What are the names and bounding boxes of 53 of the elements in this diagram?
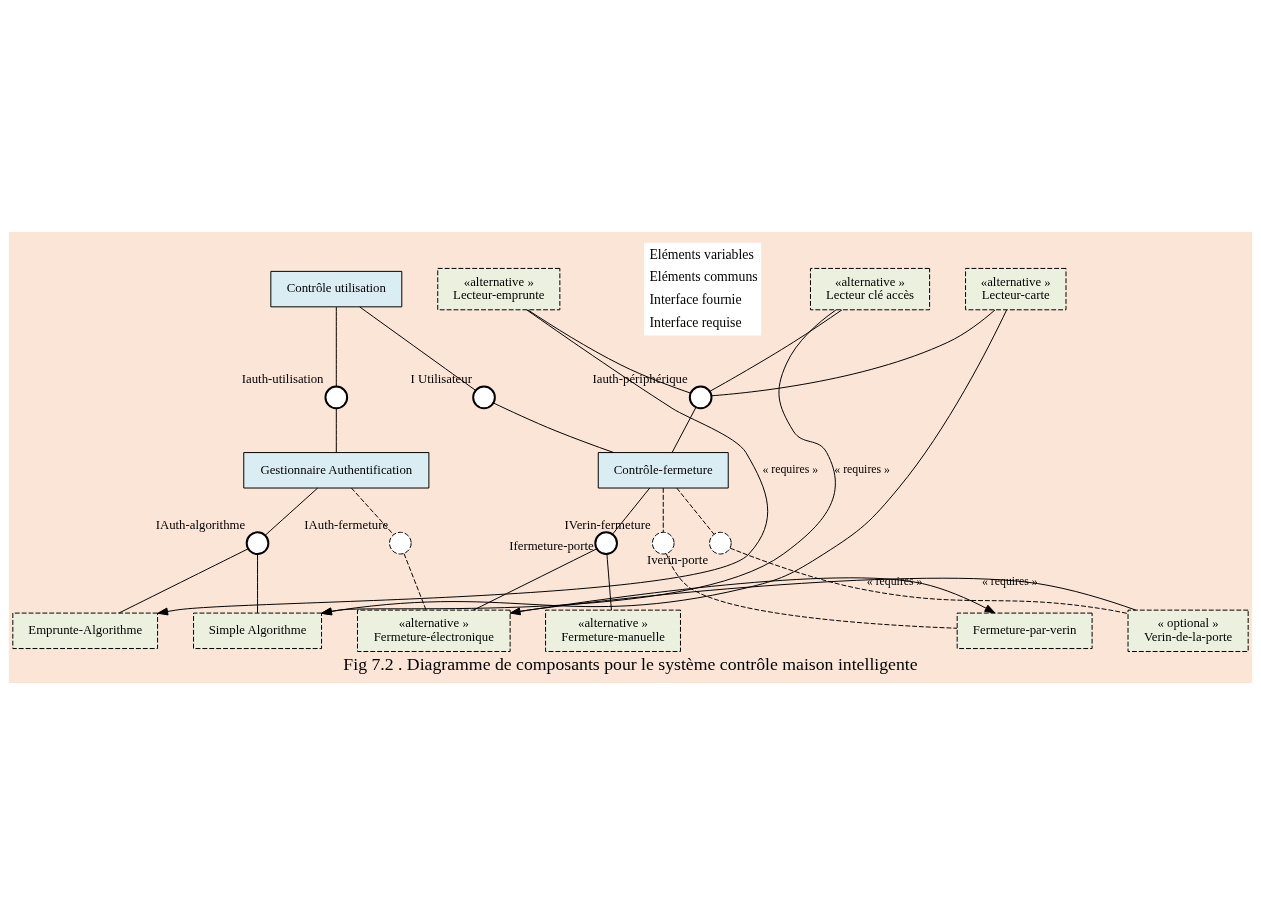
connector [665, 552, 958, 629]
connector [527, 309, 692, 394]
connector [662, 487, 664, 533]
node-box: « optional » Verin-de-la-porte [1127, 609, 1249, 652]
node-box: Contrôle utilisation [270, 270, 403, 307]
node-circle [324, 385, 349, 409]
caption: Fig 7.2 . Diagramme de composants pour le système contrôle maison intelligente [343, 653, 918, 674]
node-label: Ifermeture-porte [509, 538, 594, 553]
node-box: Simple Algorithme [193, 612, 323, 649]
node-box: Fermeture-par-verin [956, 612, 1093, 649]
legend-label: Eléments variables [649, 246, 754, 262]
connector [493, 402, 615, 453]
edge-label: « requires » [834, 461, 891, 476]
connector [729, 547, 1129, 614]
connector [118, 547, 249, 613]
connector [257, 553, 259, 613]
connector [473, 547, 598, 611]
connector [671, 406, 697, 453]
node-circle [389, 531, 412, 554]
node-box: Gestionnaire Authentification [243, 451, 430, 488]
connector [264, 487, 319, 536]
edge-label: « requires » [762, 461, 819, 476]
node-circle [472, 385, 496, 409]
node-circle [245, 530, 270, 555]
node-circle [688, 385, 713, 409]
node-label: Iverin-porte [646, 552, 709, 567]
node-circle [709, 531, 732, 554]
connector [606, 553, 612, 611]
connector [335, 306, 337, 387]
node-box: «alternative » Lecteur-carte [965, 267, 1067, 310]
connector [676, 487, 715, 535]
node-box: «alternative » Lecteur clé accès [809, 267, 931, 310]
connector [359, 305, 476, 391]
node-circle [594, 530, 618, 555]
node-label: Iauth-utilisation [241, 371, 324, 386]
legend-label: Interface requise [649, 314, 742, 330]
node-box: «alternative » Fermeture-électronique [357, 609, 511, 652]
node-label: IAuth-fermeture [304, 517, 389, 532]
node-box: «alternative » Lecteur-emprunte [437, 267, 561, 310]
connector [612, 487, 651, 535]
node-box: «alternative » Fermeture-manuelle [545, 609, 681, 652]
connector [709, 308, 843, 392]
node-circle [651, 531, 675, 554]
legend-label: Eléments communs [649, 268, 758, 284]
node-label: IAuth-algorithme [155, 517, 246, 532]
connector [335, 407, 337, 453]
legend-label: Interface fournie [649, 291, 742, 307]
node-box: Contrôle-fermeture [597, 451, 729, 488]
node-box: Emprunte-Algorithme [12, 612, 159, 649]
connector [403, 552, 427, 610]
node-label: IVerin-fermeture [564, 517, 651, 532]
connector [351, 487, 394, 535]
connector [711, 308, 996, 396]
